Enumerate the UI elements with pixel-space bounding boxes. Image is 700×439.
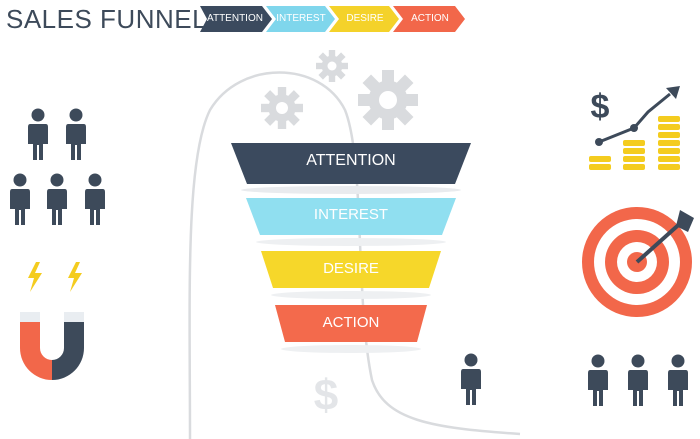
funnel-label-action: ACTION bbox=[322, 314, 380, 331]
step-chevrons bbox=[200, 6, 465, 32]
person-icon-center bbox=[461, 353, 481, 405]
step-label-desire: DESIRE bbox=[346, 13, 384, 24]
dart-icon bbox=[635, 210, 694, 264]
lightning-icon-right bbox=[68, 262, 82, 292]
gear-icon-small bbox=[316, 50, 348, 82]
step-label-action: ACTION bbox=[411, 13, 449, 24]
person-icon-group-left bbox=[10, 108, 105, 225]
dollar-icon-curve: $ bbox=[314, 371, 338, 420]
funnel-stage-desire bbox=[261, 251, 441, 288]
funnel-stage-attention bbox=[231, 143, 471, 184]
coin-stacks-icon bbox=[589, 116, 680, 170]
dollar-icon: $ bbox=[591, 88, 610, 126]
funnel-label-desire: DESIRE bbox=[323, 260, 379, 277]
funnel-stage-action bbox=[275, 305, 427, 342]
gear-icon-left bbox=[261, 87, 303, 129]
step-chevron-desire bbox=[329, 6, 399, 32]
person-icon-group-right bbox=[588, 354, 688, 406]
page-title: SALES FUNNEL bbox=[6, 4, 208, 34]
growth-line-icon bbox=[595, 86, 680, 146]
step-label-interest: INTEREST bbox=[276, 13, 326, 24]
gear-icon-large bbox=[358, 70, 418, 130]
funnel-label-attention: ATTENTION bbox=[306, 152, 396, 169]
funnel-stage-interest bbox=[246, 198, 456, 235]
lightning-icon-left bbox=[28, 262, 42, 292]
funnel-label-interest: INTEREST bbox=[313, 206, 389, 223]
step-label-attention: ATTENTION bbox=[207, 13, 263, 24]
magnet-icon bbox=[20, 312, 84, 380]
step-chevron-action bbox=[393, 6, 465, 32]
step-chevron-interest bbox=[266, 6, 335, 32]
step-chevron-attention bbox=[200, 6, 272, 32]
